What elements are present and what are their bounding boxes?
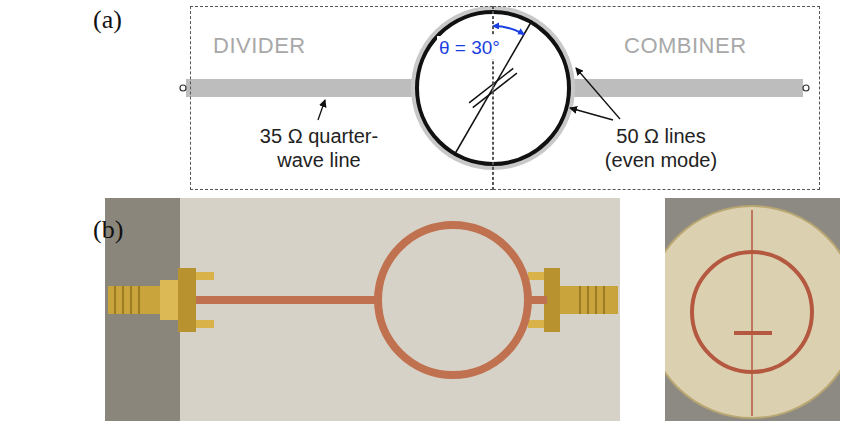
line-label: 50 Ω lines (even mode)	[595, 124, 727, 172]
prototype-photo	[105, 198, 620, 421]
angle-label: θ = 30°	[437, 36, 502, 59]
angle-arc	[493, 26, 524, 34]
leader-lines	[318, 68, 620, 120]
region-title: DIVIDER	[213, 33, 306, 59]
panel-label: (b)	[93, 214, 123, 245]
region-title: COMBINER	[624, 33, 747, 59]
ground-side-photo	[665, 198, 840, 421]
panel-label: (a)	[93, 4, 122, 35]
line-label: 35 Ω quarter-wave line	[243, 124, 395, 172]
transmission-lines	[180, 79, 809, 97]
